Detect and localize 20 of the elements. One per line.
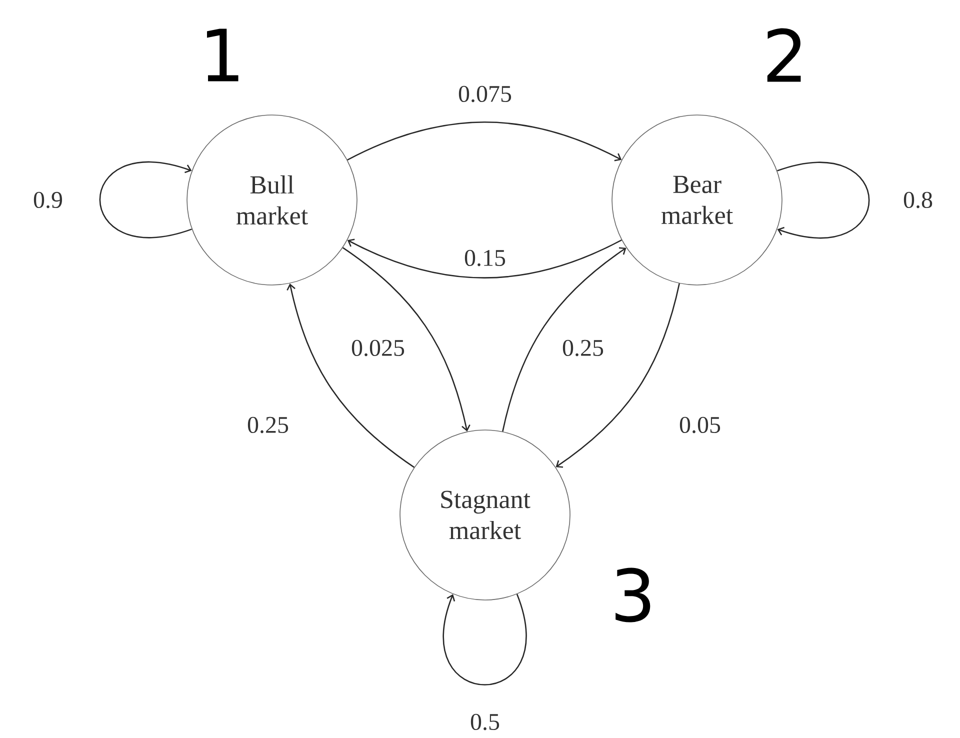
- edge-label: 0.25: [246, 416, 290, 434]
- edge-label: 0.025: [350, 338, 406, 358]
- edge-label: 0.9: [32, 190, 64, 210]
- edge-label: 0.05: [678, 416, 722, 434]
- edge-label: 0.25: [561, 338, 605, 358]
- arrow: [777, 162, 870, 238]
- state-number: 3: [616, 568, 650, 622]
- arrow: [443, 594, 526, 686]
- edge-label: 0.8: [902, 190, 934, 210]
- arrow: [347, 238, 622, 278]
- arrow: [342, 247, 470, 432]
- arrow: [502, 247, 626, 432]
- arrow: [286, 284, 415, 468]
- arrow: [556, 283, 680, 468]
- state-number: 2: [767, 28, 801, 82]
- edge-label: 0.5: [469, 712, 501, 732]
- arrow: [99, 162, 192, 238]
- edge-label: 0.15: [463, 248, 507, 268]
- edge-label: 0.075: [457, 84, 513, 104]
- arrow: [347, 122, 622, 162]
